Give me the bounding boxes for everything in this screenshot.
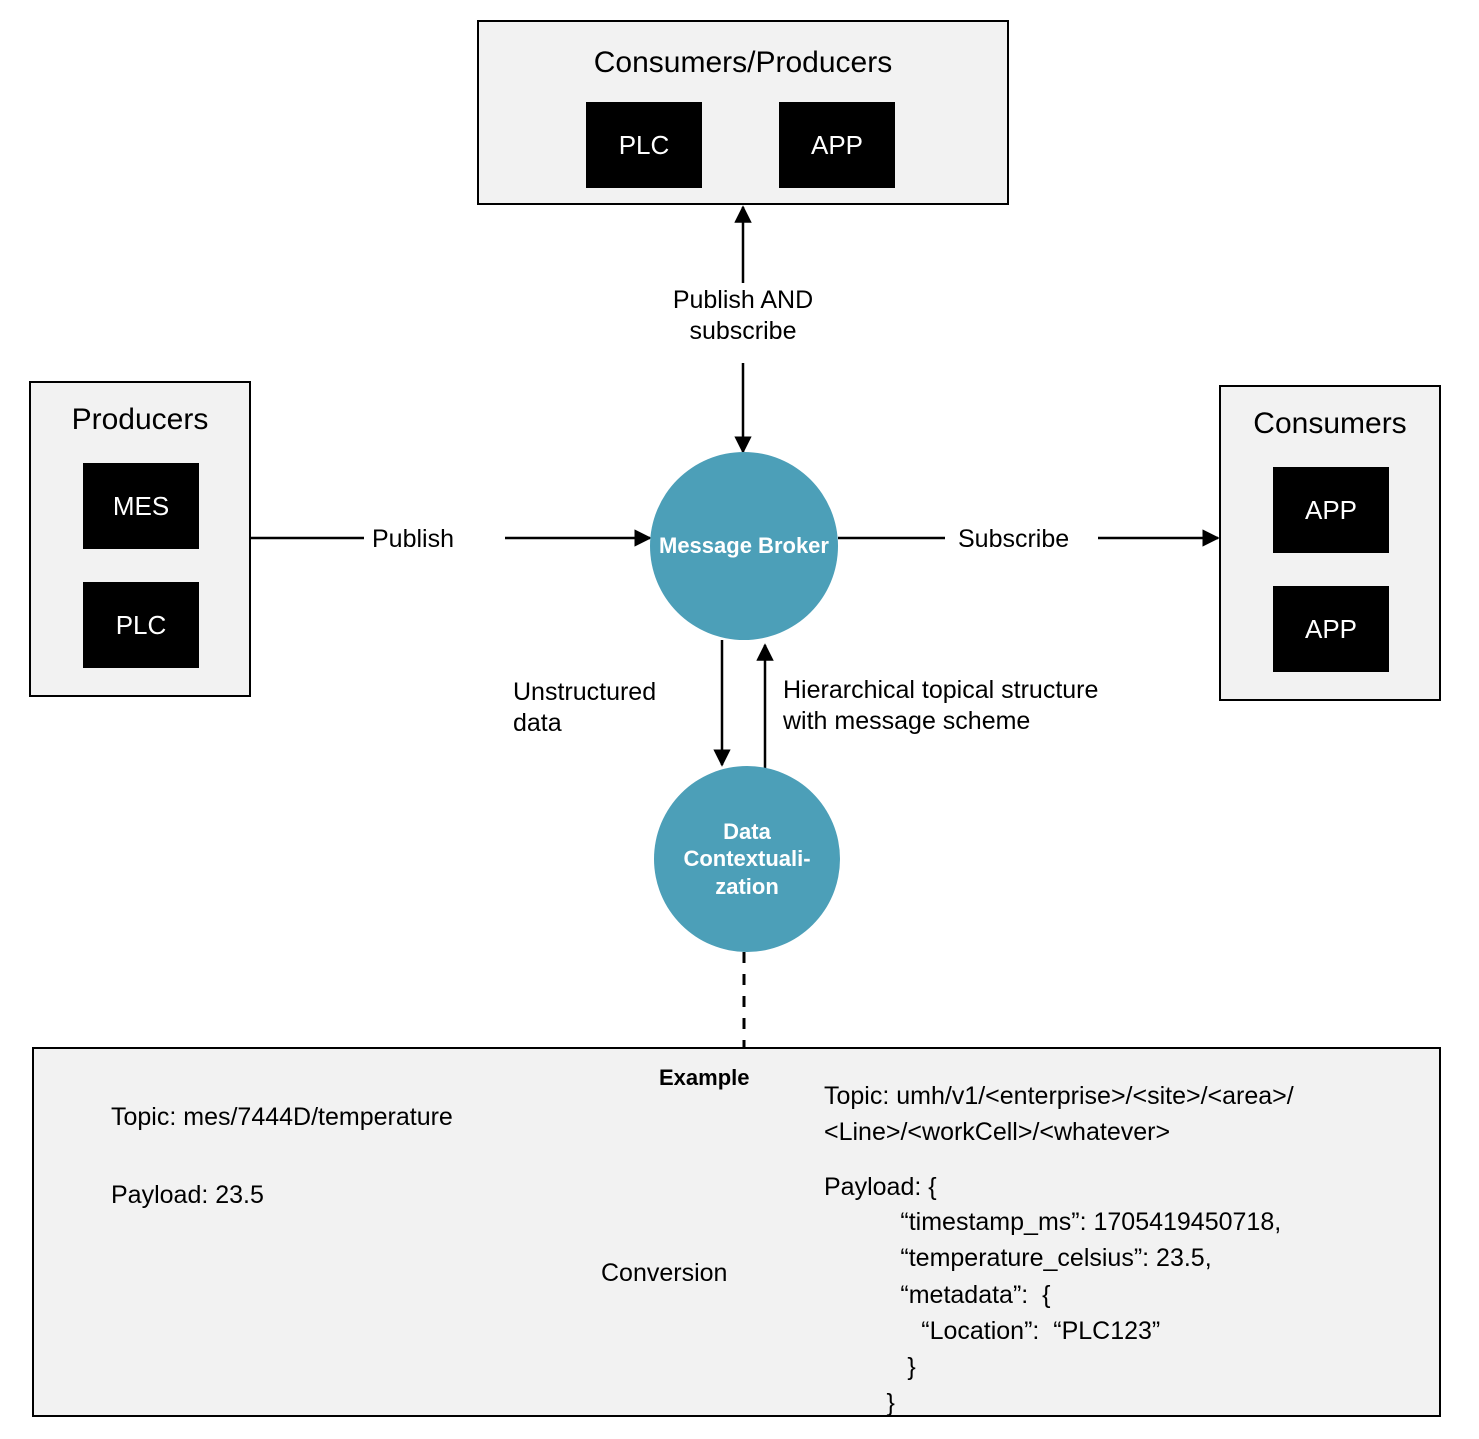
producers-box: Producers MES PLC xyxy=(29,381,251,697)
example-left-payload: Payload: 23.5 xyxy=(111,1181,264,1209)
message-broker-node[interactable]: Message Broker xyxy=(650,452,838,640)
example-panel: Example Topic: mes/7444D/temperature Pay… xyxy=(32,1047,1441,1417)
chip-app-top[interactable]: APP xyxy=(779,102,895,188)
chip-mes[interactable]: MES xyxy=(83,463,199,549)
label-publish-and-subscribe: Publish AND subscribe xyxy=(672,286,814,346)
label-conversion: Conversion xyxy=(601,1259,728,1287)
consumers-title: Consumers xyxy=(1253,407,1407,440)
consumers-box: Consumers APP APP xyxy=(1219,385,1441,701)
example-right-payload-body: “timestamp_ms”: 1705419450718, “temperat… xyxy=(886,1208,1282,1418)
example-title: Example xyxy=(659,1065,750,1090)
chip-plc-top[interactable]: PLC xyxy=(586,102,702,188)
consumers-producers-title: Consumers/Producers xyxy=(593,46,893,79)
example-left-topic: Topic: mes/7444D/temperature xyxy=(111,1103,453,1131)
label-hierarchical-structure: Hierarchical topical structure with mess… xyxy=(783,676,1099,736)
label-unstructured-data: Unstructured data xyxy=(513,678,657,738)
chip-app-consumers-2[interactable]: APP xyxy=(1273,586,1389,672)
example-right-topic: Topic: umh/v1/<enterprise>/<site>/<area>… xyxy=(824,1082,1294,1147)
consumers-producers-box: Consumers/Producers PLC APP xyxy=(477,20,1009,205)
data-contextualization-node[interactable]: Data Contextuali- zation xyxy=(654,766,840,952)
producers-title: Producers xyxy=(71,403,209,436)
example-right-payload-label: Payload: { xyxy=(824,1173,937,1201)
label-publish: Publish xyxy=(372,525,454,553)
label-subscribe: Subscribe xyxy=(958,525,1070,553)
chip-plc-producers[interactable]: PLC xyxy=(83,582,199,668)
chip-app-consumers-1[interactable]: APP xyxy=(1273,467,1389,553)
